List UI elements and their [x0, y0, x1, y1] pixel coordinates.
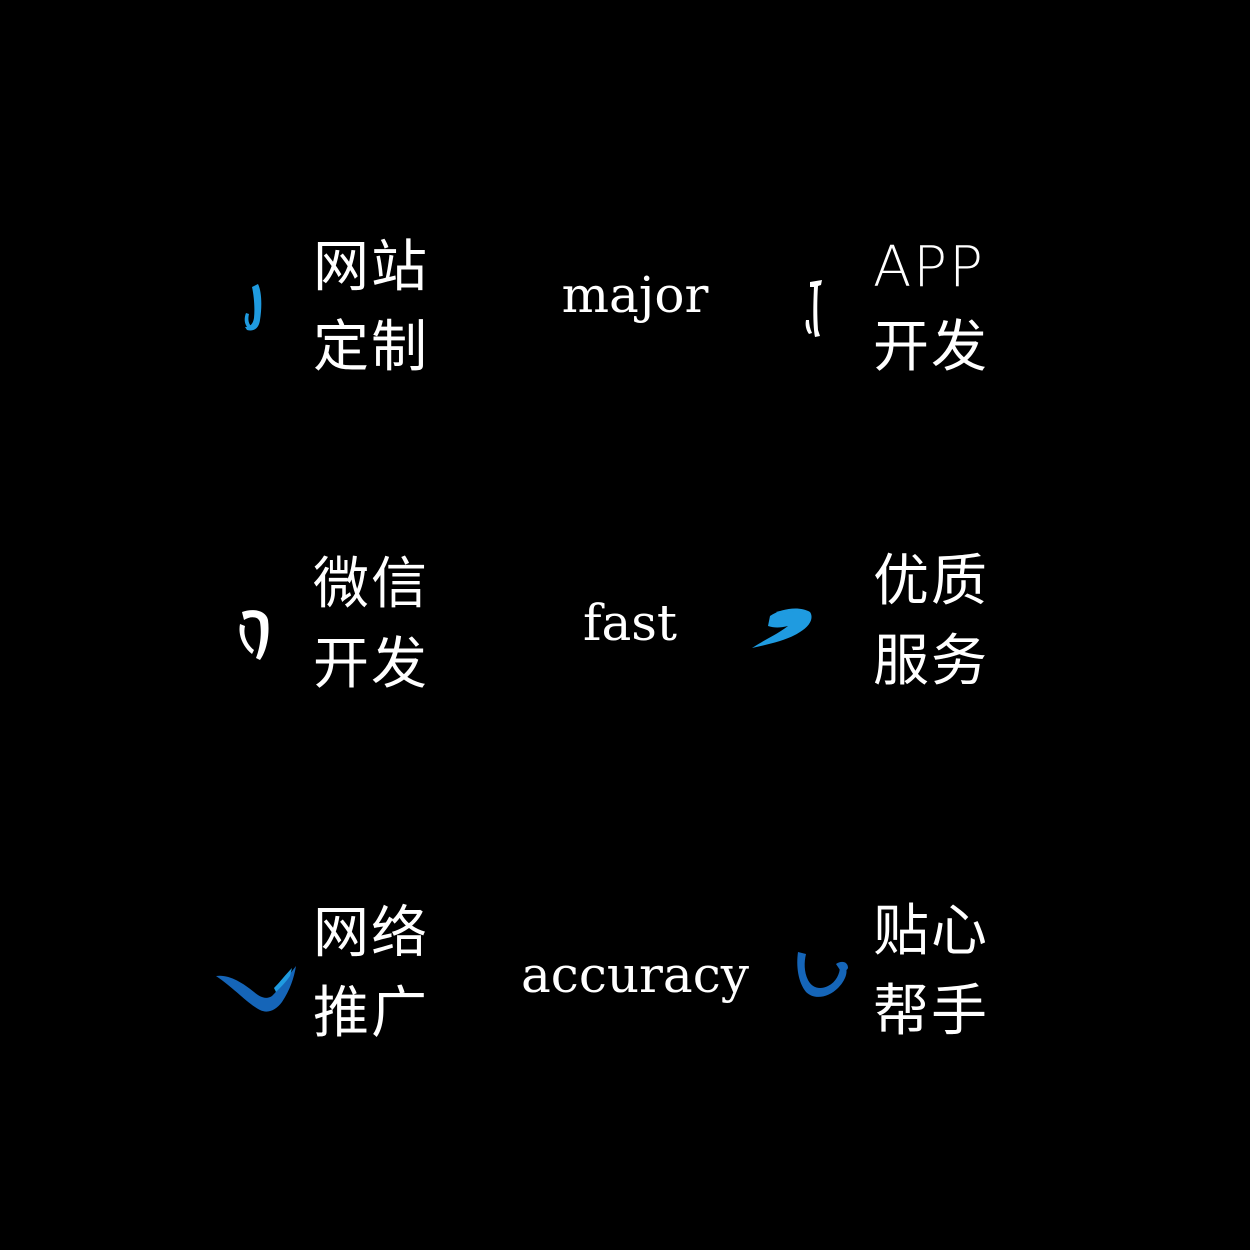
service-label-line2: 定制 [313, 315, 429, 380]
service-label-line2: 服务 [873, 629, 989, 694]
brush-curl-icon [239, 610, 269, 660]
service-label-line2: 帮手 [873, 979, 989, 1044]
keyword-major: major [561, 266, 709, 324]
service-label-line1: 网站 [313, 235, 429, 300]
service-label-line1: 网络 [313, 901, 429, 966]
brush-check-icon [216, 966, 296, 1012]
service-label-line2: 推广 [313, 981, 429, 1046]
service-label-line2: 开发 [873, 315, 989, 380]
service-label-line1: APP [873, 235, 985, 300]
brush-hook-icon [244, 284, 262, 331]
keyword-accuracy: accuracy [521, 946, 749, 1004]
brush-dash-icon [752, 608, 812, 648]
keyword-fast: fast [582, 594, 678, 652]
brush-cup-icon [797, 952, 848, 997]
brush-vertical-icon [805, 280, 822, 337]
service-label-line1: 优质 [873, 549, 989, 614]
service-label-line1: 微信 [313, 552, 429, 617]
service-label-line1: 贴心 [873, 899, 989, 964]
service-label-line2: 开发 [313, 632, 429, 697]
